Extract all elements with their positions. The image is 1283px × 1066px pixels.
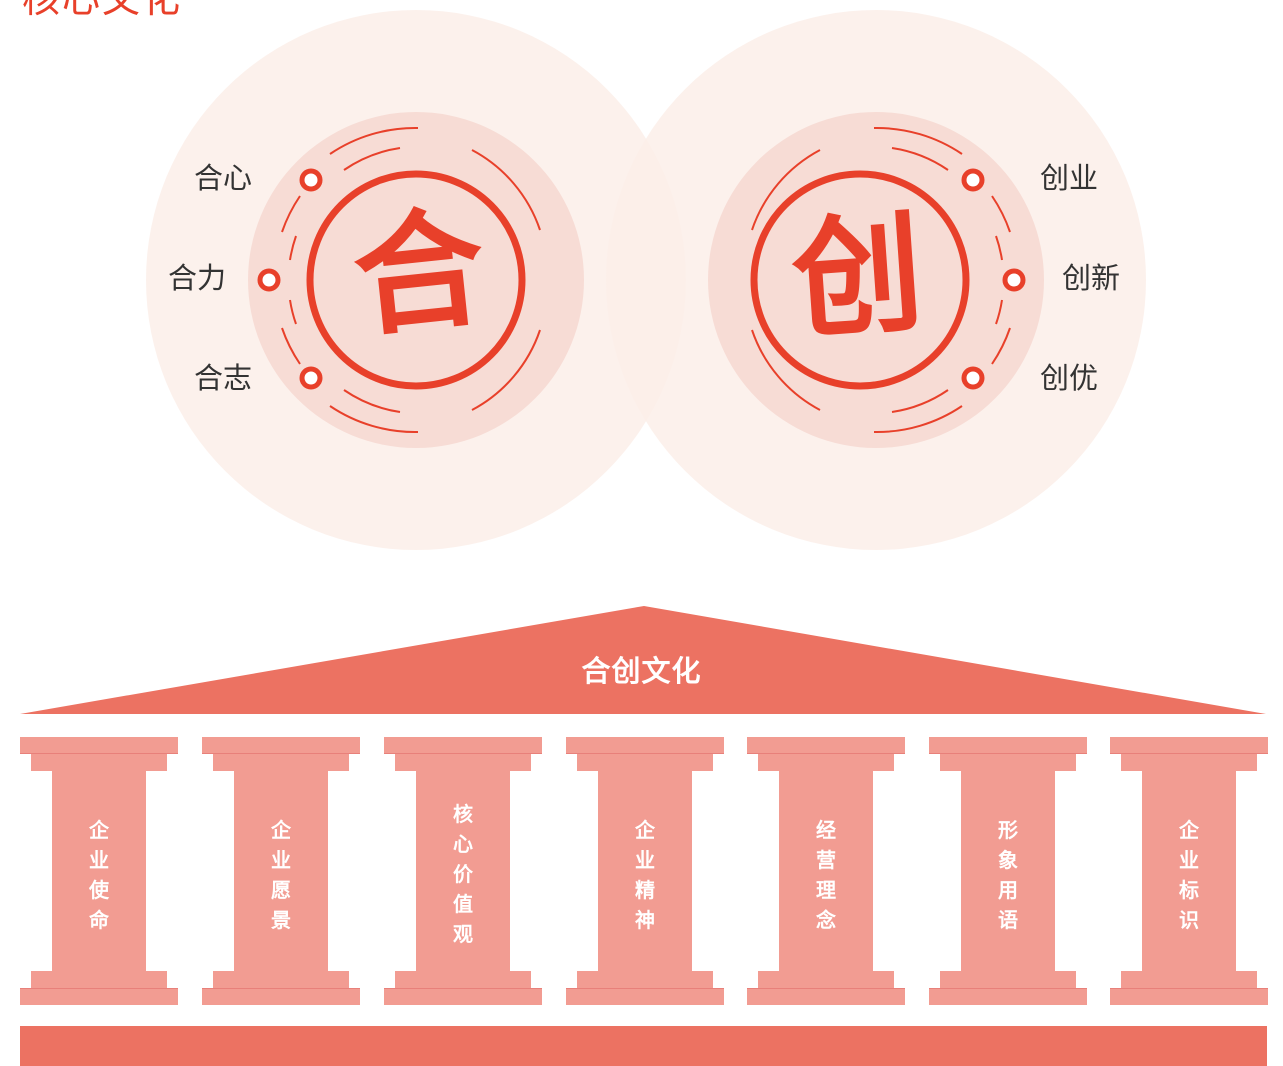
left-emblem-character: 合 <box>347 190 492 356</box>
pillar-vision: 企业愿景 <box>202 737 360 1005</box>
core-culture-figure: 合 创 <box>146 10 1146 550</box>
foundation-base <box>20 1026 1267 1066</box>
left-label-2: 合力 <box>168 261 227 295</box>
pillar-label: 核心价值观 <box>453 802 473 946</box>
dot-innovate <box>1002 268 1026 292</box>
dot-heart <box>299 168 323 192</box>
left-inner-circle <box>248 112 584 448</box>
pillar-logo: 企业标识 <box>1110 737 1268 1005</box>
right-label-2: 创新 <box>1062 261 1121 295</box>
pillar-label: 企业愿景 <box>271 818 291 932</box>
right-main-ring <box>750 170 970 390</box>
left-main-ring <box>306 170 526 390</box>
dot-venture <box>961 168 985 192</box>
pillar-label: 企业精神 <box>635 818 655 932</box>
page-title: 核心文化 <box>22 0 182 18</box>
left-decorative-arcs <box>281 126 541 434</box>
dot-excel <box>961 366 985 390</box>
left-label-3: 合志 <box>194 361 253 395</box>
pillar-core-values: 核心价值观 <box>384 737 542 1005</box>
pillar-label: 企业使命 <box>89 818 109 932</box>
dot-strength <box>257 268 281 292</box>
right-label-3: 创优 <box>1040 361 1099 395</box>
pillar-label: 形象用语 <box>998 818 1018 932</box>
right-decorative-arcs <box>751 126 1011 434</box>
pillar-label: 企业标识 <box>1179 818 1199 932</box>
pillar-mission: 企业使命 <box>20 737 178 1005</box>
right-emblem-character: 创 <box>788 196 928 358</box>
left-dots <box>257 168 323 390</box>
pillar-label: 经营理念 <box>816 818 836 932</box>
dot-will <box>299 366 323 390</box>
right-dots <box>961 168 1026 390</box>
pillar-philosophy: 经营理念 <box>747 737 905 1005</box>
pillar-spirit: 企业精神 <box>566 737 724 1005</box>
roof <box>20 606 1266 714</box>
roof-title: 合创文化 <box>581 654 702 688</box>
pillar-slogan: 形象用语 <box>929 737 1087 1005</box>
right-label-1: 创业 <box>1040 161 1099 195</box>
left-label-1: 合心 <box>194 161 253 195</box>
